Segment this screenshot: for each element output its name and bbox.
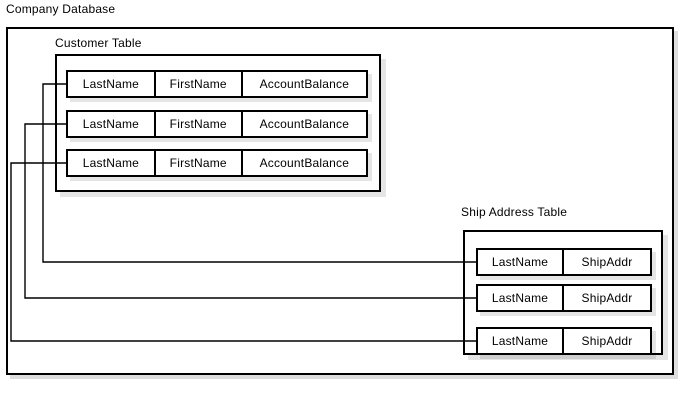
cell-lastname: LastName [478, 329, 565, 353]
cell-lastname: LastName [68, 72, 156, 96]
ship-address-table-label: Ship Address Table [461, 205, 568, 219]
cell-lastname: LastName [68, 151, 156, 175]
cell-shipaddr: ShipAddr [564, 329, 650, 353]
table-row[interactable]: LastName ShipAddr [476, 248, 652, 276]
page-title: Company Database [6, 2, 116, 16]
cell-shipaddr: ShipAddr [564, 250, 650, 274]
cell-lastname: LastName [478, 286, 565, 310]
cell-firstname: FirstName [155, 112, 243, 136]
cell-firstname: FirstName [155, 72, 243, 96]
customer-table-label: Customer Table [55, 36, 142, 50]
table-row[interactable]: LastName FirstName AccountBalance [66, 70, 368, 98]
table-row[interactable]: LastName FirstName AccountBalance [66, 110, 368, 138]
table-row[interactable]: LastName ShipAddr [476, 327, 652, 355]
cell-lastname: LastName [68, 112, 156, 136]
cell-lastname: LastName [478, 250, 565, 274]
cell-firstname: FirstName [155, 151, 243, 175]
table-row[interactable]: LastName ShipAddr [476, 284, 652, 312]
cell-accountbalance: AccountBalance [242, 112, 366, 136]
table-row[interactable]: LastName FirstName AccountBalance [66, 149, 368, 177]
cell-accountbalance: AccountBalance [242, 72, 366, 96]
cell-accountbalance: AccountBalance [242, 151, 366, 175]
cell-shipaddr: ShipAddr [564, 286, 650, 310]
